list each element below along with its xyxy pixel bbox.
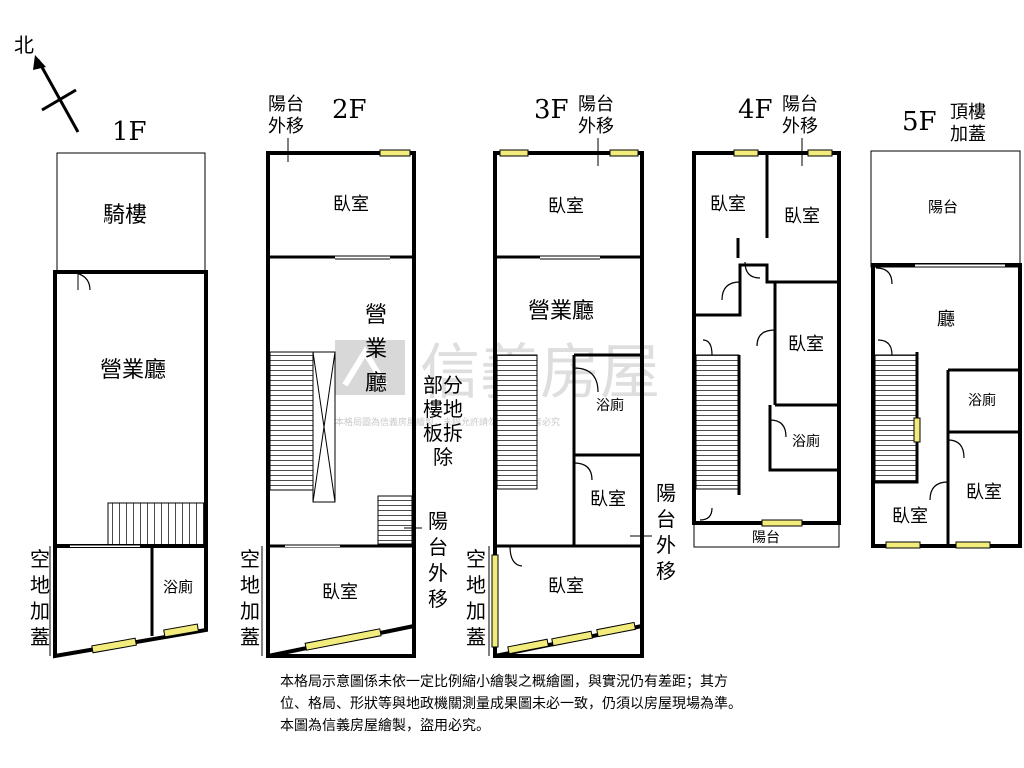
svg-text:加: 加	[466, 599, 486, 623]
svg-text:外: 外	[656, 533, 676, 557]
floor-5f: 5F 頂樓 加蓋 陽台 廳 浴廁 臥室 臥室	[870, 102, 1022, 549]
stairs	[377, 495, 413, 545]
svg-text:陽: 陽	[656, 481, 676, 505]
svg-text:台: 台	[656, 507, 676, 531]
room-3f-business-hall: 營業廳	[528, 299, 594, 324]
svg-text:陽台: 陽台	[578, 94, 614, 115]
svg-text:地: 地	[240, 573, 260, 597]
floor-3f-title: 3F	[534, 95, 569, 125]
svg-text:陽: 陽	[428, 509, 448, 533]
svg-text:蓋: 蓋	[30, 625, 50, 649]
balcony-moved-note-2f: 陽 台 外 移	[404, 509, 448, 611]
svg-text:蓋: 蓋	[466, 625, 486, 649]
svg-text:空: 空	[30, 547, 50, 571]
room-4f-bath-kitchen: 浴廁	[792, 433, 820, 450]
svg-text:陽台: 陽台	[268, 94, 304, 115]
room-bath-kitchen: 浴廁	[163, 578, 193, 596]
room-arcade: 騎樓	[103, 203, 147, 228]
svg-text:地: 地	[466, 573, 486, 597]
svg-text:外移: 外移	[782, 116, 818, 137]
floor-1f: 1F 騎樓 營業廳 浴廁 空 地 加 蓋	[30, 117, 208, 659]
room-4f-bedroom-b: 臥室	[784, 206, 820, 227]
north-compass: 北	[14, 33, 80, 133]
svg-text:空: 空	[240, 547, 260, 571]
room-5f-bath-kitchen: 浴廁	[968, 392, 996, 409]
floor-4f-title: 4F	[738, 95, 773, 125]
svg-text:移: 移	[656, 559, 676, 583]
room-business-hall: 營業廳	[100, 358, 166, 383]
svg-text:業: 業	[365, 337, 387, 362]
svg-text:營: 營	[365, 303, 387, 328]
stairs	[496, 354, 538, 490]
floor-1f-title: 1F	[112, 117, 147, 147]
partial-floor-removed-note: 部分 樓地 板拆 除	[423, 373, 463, 469]
balcony-moved-note-3f: 陽 台 外 移	[630, 481, 676, 583]
svg-text:地: 地	[30, 573, 50, 597]
floor-2f-title: 2F	[332, 95, 367, 125]
room-4f-bedroom-c: 臥室	[788, 334, 824, 355]
room-3f-bath-kitchen: 浴廁	[596, 397, 624, 414]
side-note-1f: 空 地 加 蓋	[30, 546, 51, 656]
svg-text:加: 加	[240, 599, 260, 623]
svg-text:廳: 廳	[365, 371, 387, 396]
room-3f-bedroom-back: 臥室	[548, 576, 584, 597]
svg-text:外移: 外移	[578, 116, 614, 137]
side-note-2f: 空 地 加 蓋	[240, 546, 263, 656]
svg-text:板拆: 板拆	[423, 421, 463, 445]
room-5f-hall: 廳	[937, 309, 955, 330]
stairs	[107, 502, 205, 546]
svg-text:部分: 部分	[423, 373, 463, 397]
stairs	[695, 354, 740, 490]
room-2f-bedroom-back: 臥室	[322, 582, 358, 603]
svg-text:加: 加	[30, 599, 50, 623]
svg-text:外: 外	[428, 561, 448, 585]
svg-text:空: 空	[466, 547, 486, 571]
svg-text:陽台: 陽台	[782, 94, 818, 115]
svg-text:移: 移	[428, 587, 448, 611]
svg-text:台: 台	[428, 535, 448, 559]
svg-text:蓋: 蓋	[240, 625, 260, 649]
floor-5f-title: 5F	[902, 107, 937, 137]
svg-text:外移: 外移	[268, 116, 304, 137]
svg-text:頂樓: 頂樓	[950, 102, 986, 123]
north-arrow-icon	[33, 55, 46, 70]
svg-text:除: 除	[433, 445, 453, 469]
floor-2f: 2F 陽台 外移 臥室 營 業 廳 臥室 部分 樓地 板拆 除 陽	[240, 94, 463, 658]
room-5f-bedroom-a: 臥室	[892, 506, 928, 527]
floor-3f: 3F 陽台 外移 臥室 營業廳 浴廁 臥室 臥室 陽 台 外 移	[466, 94, 676, 658]
floor-4f: 4F 陽台 外移 臥室 臥室 臥室 浴廁 陽台	[692, 94, 841, 548]
room-4f-balcony: 陽台	[752, 530, 780, 546]
stairs	[874, 354, 918, 482]
room-2f-bedroom-front: 臥室	[333, 194, 369, 215]
room-3f-bedroom-front: 臥室	[548, 196, 584, 217]
room-3f-bedroom-mid: 臥室	[590, 489, 626, 510]
disclaimer-line-3: 本圖為信義房屋繪製，盜用必究。	[280, 718, 490, 734]
stairs	[269, 351, 315, 491]
room-5f-balcony: 陽台	[928, 198, 958, 216]
svg-text:樓地: 樓地	[423, 397, 463, 421]
svg-text:加蓋: 加蓋	[950, 124, 986, 145]
north-label: 北	[14, 33, 34, 57]
disclaimer-line-1: 本格局示意圖係未依一定比例縮小繪製之概繪圖，與實況仍有差距；其方	[280, 674, 728, 690]
disclaimer-line-2: 位、格局、形狀等與地政機關測量成果圖未必一致，仍須以房屋現場為準。	[280, 696, 742, 712]
room-5f-bedroom-b: 臥室	[966, 482, 1002, 503]
room-4f-bedroom-a: 臥室	[710, 194, 746, 215]
side-note-3f: 空 地 加 蓋	[466, 546, 490, 656]
watermark-brand: 信義房屋	[420, 338, 660, 408]
